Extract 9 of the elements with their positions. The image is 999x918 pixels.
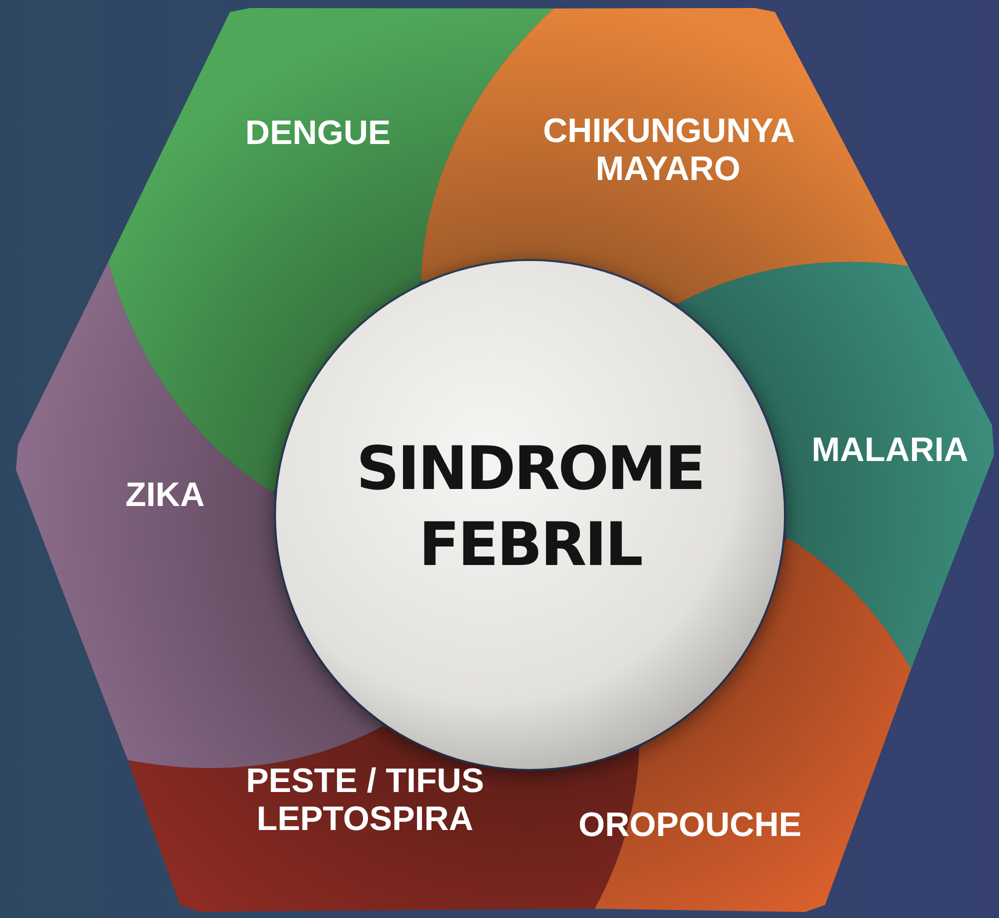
petal-label: PESTE / TIFUS LEPTOSPIRA [244,762,486,838]
petal-label: CHIKUNGUNYA MAYARO [543,112,793,188]
petal-label: MALARIA [810,431,970,469]
petal-label: DENGUE [244,114,392,152]
center-circle [276,261,784,769]
center-title: SINDROME FEBRIL [355,433,705,582]
petal-segment [421,8,908,304]
petal-label: ZIKA [124,476,206,514]
petal-label: OROPOUCHE [578,806,802,844]
